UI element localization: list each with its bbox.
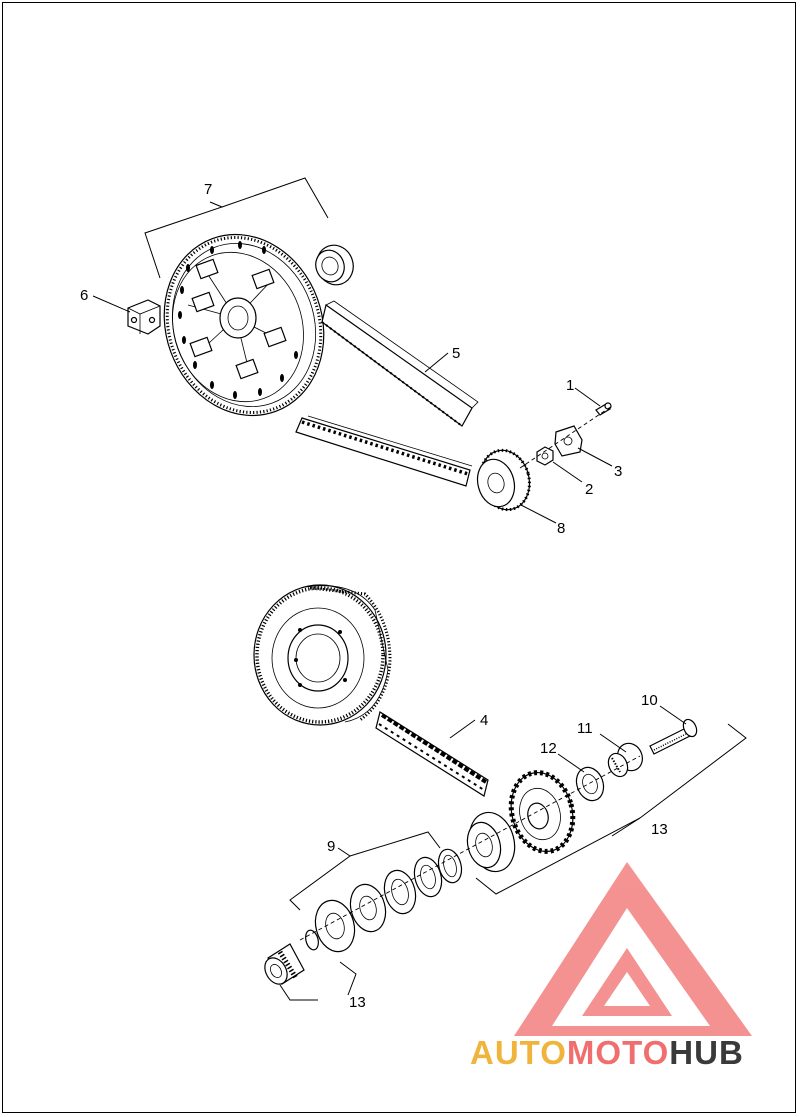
callout-1: 1 [566,377,574,394]
spring-washer-stack [305,848,463,953]
callout-2: 2 [585,481,593,498]
callout-9: 9 [327,838,335,855]
upper-axis-line [519,405,613,469]
callout-11: 11 [577,720,593,737]
sprocket-hub [607,742,643,778]
callout-labels: 7 6 5 1 3 2 8 4 10 11 12 13 9 13 [80,181,668,1011]
watermark-hub: HUB [669,1034,744,1071]
engine-sprocket [508,770,576,854]
callout-13-lower: 13 [349,994,366,1011]
pulley-nut [536,446,554,466]
clutch-basket [253,584,392,726]
pulley-bearing [315,244,354,286]
callout-5: 5 [452,345,460,362]
lower-axis-line [299,755,641,941]
watermark-text: AUTOMOTOHUB [470,1034,744,1071]
rear-pulley [163,233,325,417]
drive-insert [127,299,161,335]
drive-belt-lower [295,415,473,487]
callout-10: 10 [641,692,658,709]
callout-7: 7 [204,181,212,198]
callout-6: 6 [80,287,88,304]
callout-4: 4 [480,712,488,729]
lock-plate [554,425,583,457]
drive-belt-upper [321,300,479,427]
primary-chain [375,711,489,797]
shaft-extension [264,943,305,985]
automotohub-logo [514,862,752,1036]
sliding-cam [466,811,516,873]
sprocket-bolt [649,718,698,755]
callout-3: 3 [614,463,622,480]
leader-lines [92,177,747,1001]
sprocket-washer [575,766,605,802]
callout-12: 12 [540,740,557,757]
callout-13-upper: 13 [651,821,668,838]
watermark-auto: AUTO [470,1034,567,1071]
callout-8: 8 [557,520,565,537]
transmission-pulley [476,448,531,512]
watermark-moto: MOTO [567,1034,669,1071]
